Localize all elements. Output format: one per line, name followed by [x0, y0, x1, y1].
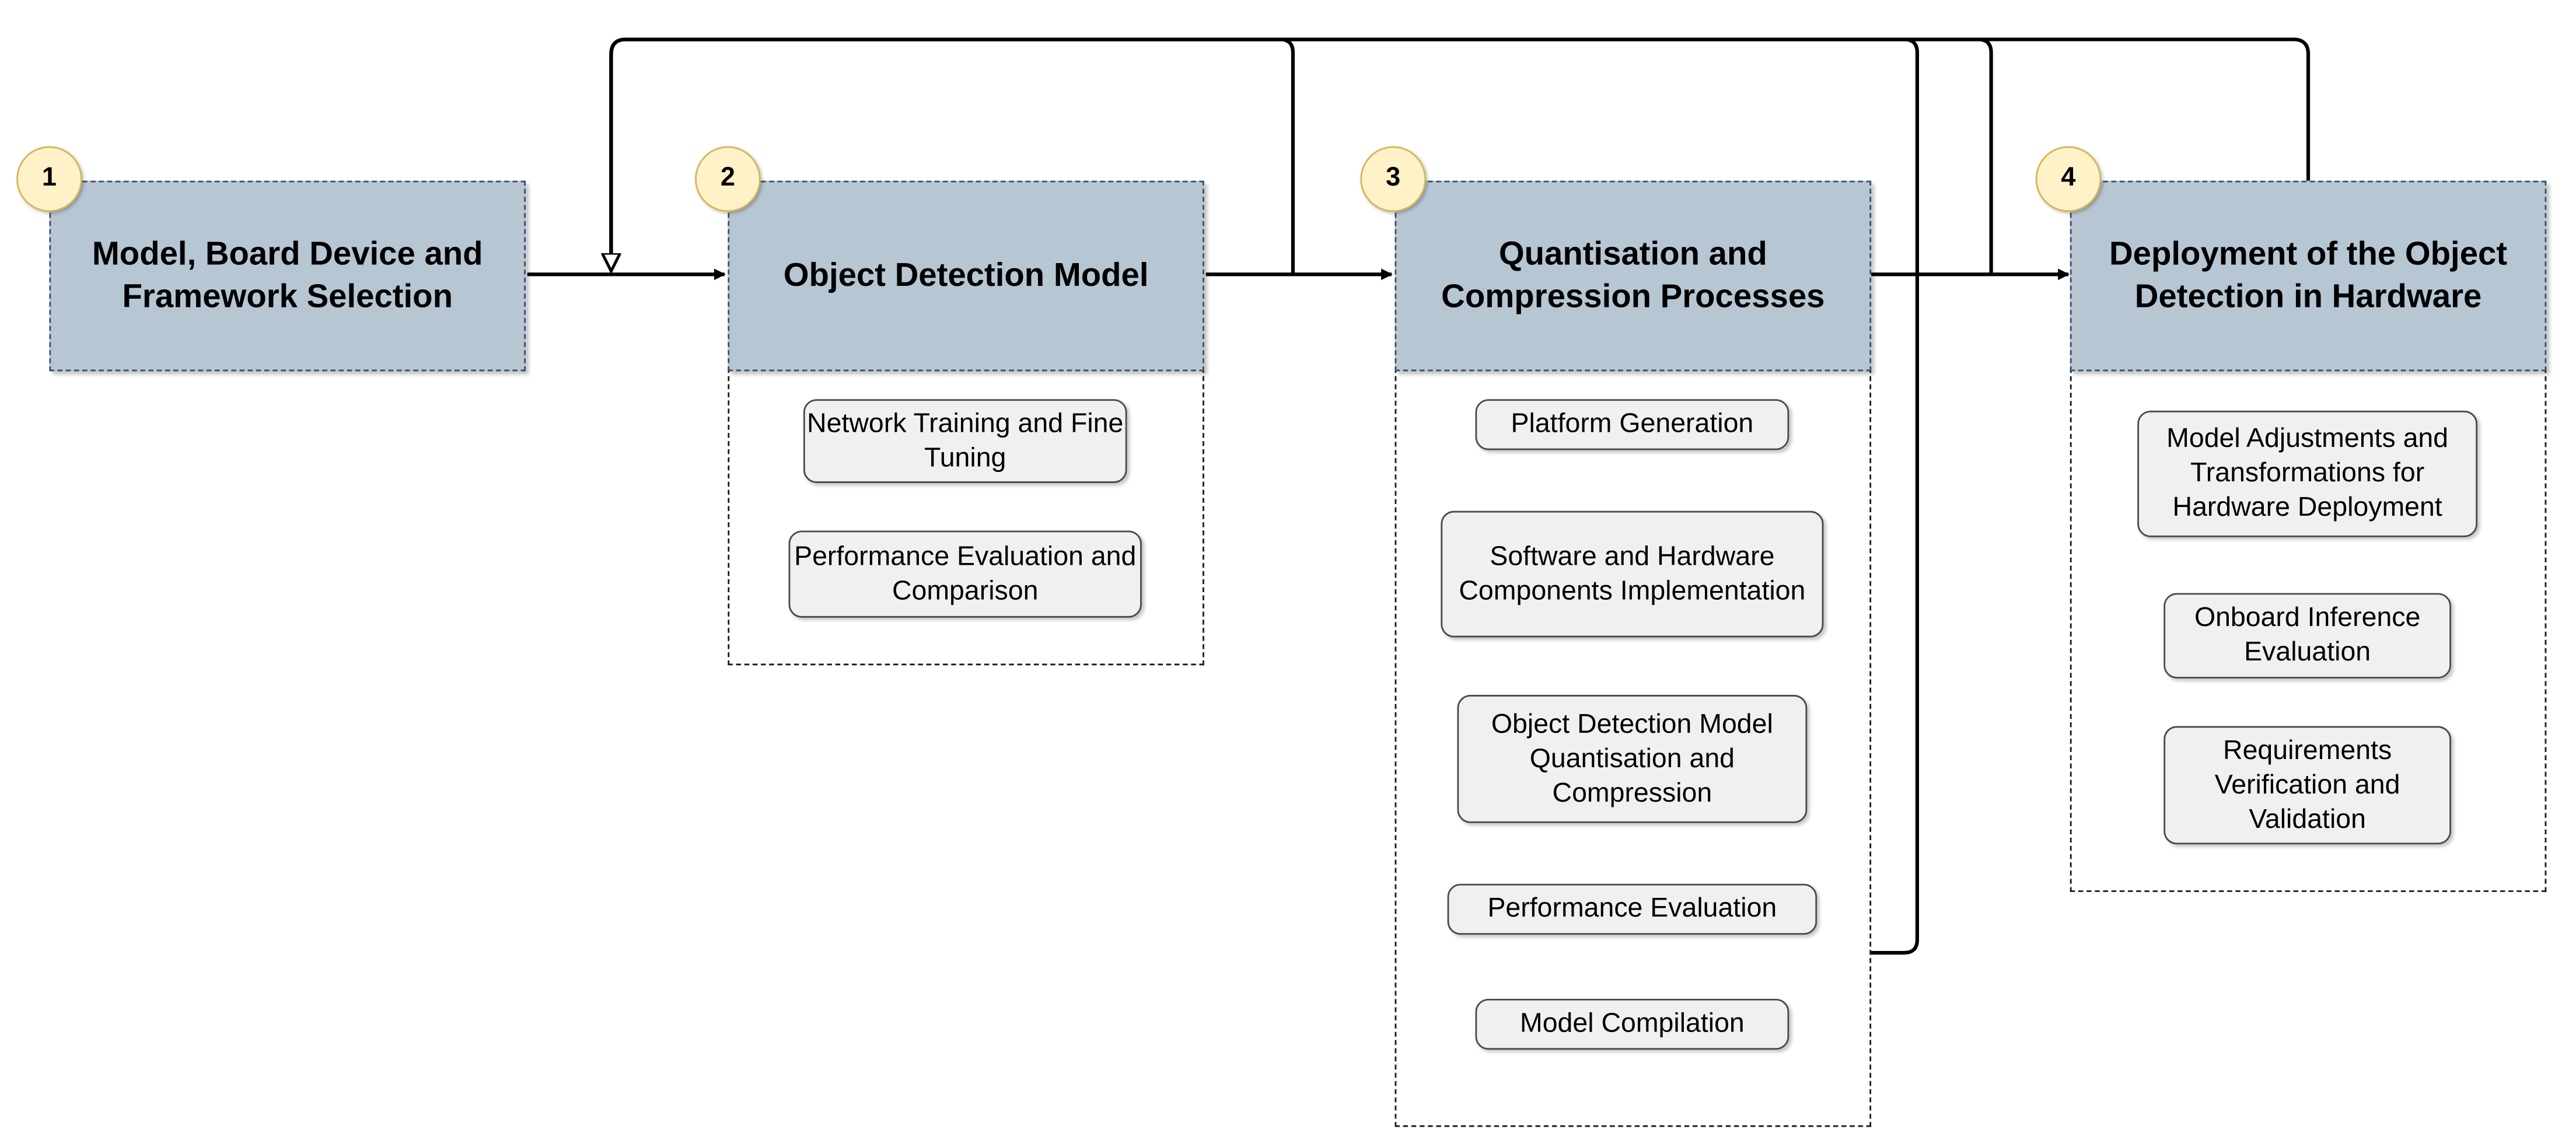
feedback-loop-from-performance-evaluation	[611, 37, 1920, 955]
step-software-hardware-implementation: Software and Hardware Components Impleme…	[1441, 510, 1824, 638]
stage-2-number: 2	[720, 164, 735, 193]
stage-4-badge: 4	[2035, 146, 2102, 212]
stage-4-title: Deployment of the Object Detection in Ha…	[2109, 236, 2508, 316]
step-platform-generation: Platform Generation	[1475, 399, 1789, 450]
step-performance-evaluation: Performance Evaluation	[1447, 883, 1817, 935]
stage-4-header: Deployment of the Object Detection in Ha…	[2070, 180, 2547, 372]
stage-1-number: 1	[41, 164, 57, 193]
step-label: Software and Hardware Components Impleme…	[1459, 541, 1806, 606]
step-label: Performance Evaluation and Comparison	[794, 541, 1137, 606]
stage-1-badge: 1	[16, 146, 82, 212]
step-label: Platform Generation	[1511, 409, 1754, 439]
step-label: Model Compilation	[1520, 1008, 1745, 1038]
step-requirements-verification: Requirements Verification and Validation	[2163, 726, 2452, 845]
stage-1-header: Model, Board Device and Framework Select…	[49, 180, 526, 372]
step-model-compilation: Model Compilation	[1475, 998, 1789, 1050]
step-model-adjustments: Model Adjustments and Transformations fo…	[2137, 410, 2478, 537]
step-label: Performance Evaluation	[1487, 893, 1777, 924]
stage-2-header: Object Detection Model	[728, 180, 1204, 372]
stage-3-header: Quantisation and Compression Processes	[1394, 180, 1872, 372]
stage-1-title: Model, Board Device and Framework Select…	[92, 236, 483, 316]
stage-3-badge: 3	[1360, 146, 1427, 212]
stage-4-number: 4	[2061, 164, 2076, 193]
step-label: Requirements Verification and Validation	[2214, 735, 2400, 834]
step-performance-evaluation-comparison: Performance Evaluation and Comparison	[788, 530, 1142, 618]
step-label: Model Adjustments and Transformations fo…	[2166, 424, 2449, 523]
stage-2-title: Object Detection Model	[783, 258, 1149, 295]
stage-3-number: 3	[1386, 164, 1401, 193]
stage-2-badge: 2	[695, 146, 761, 212]
step-onboard-inference-evaluation: Onboard Inference Evaluation	[2163, 593, 2452, 679]
step-network-training: Network Training and Fine Tuning	[803, 399, 1127, 483]
step-label: Onboard Inference Evaluation	[2194, 603, 2421, 667]
step-model-quantisation-compression: Object Detection Model Quantisation and …	[1457, 695, 1808, 823]
step-label: Object Detection Model Quantisation and …	[1491, 708, 1773, 807]
step-label: Network Training and Fine Tuning	[807, 408, 1124, 473]
stage-3-title: Quantisation and Compression Processes	[1441, 236, 1825, 316]
